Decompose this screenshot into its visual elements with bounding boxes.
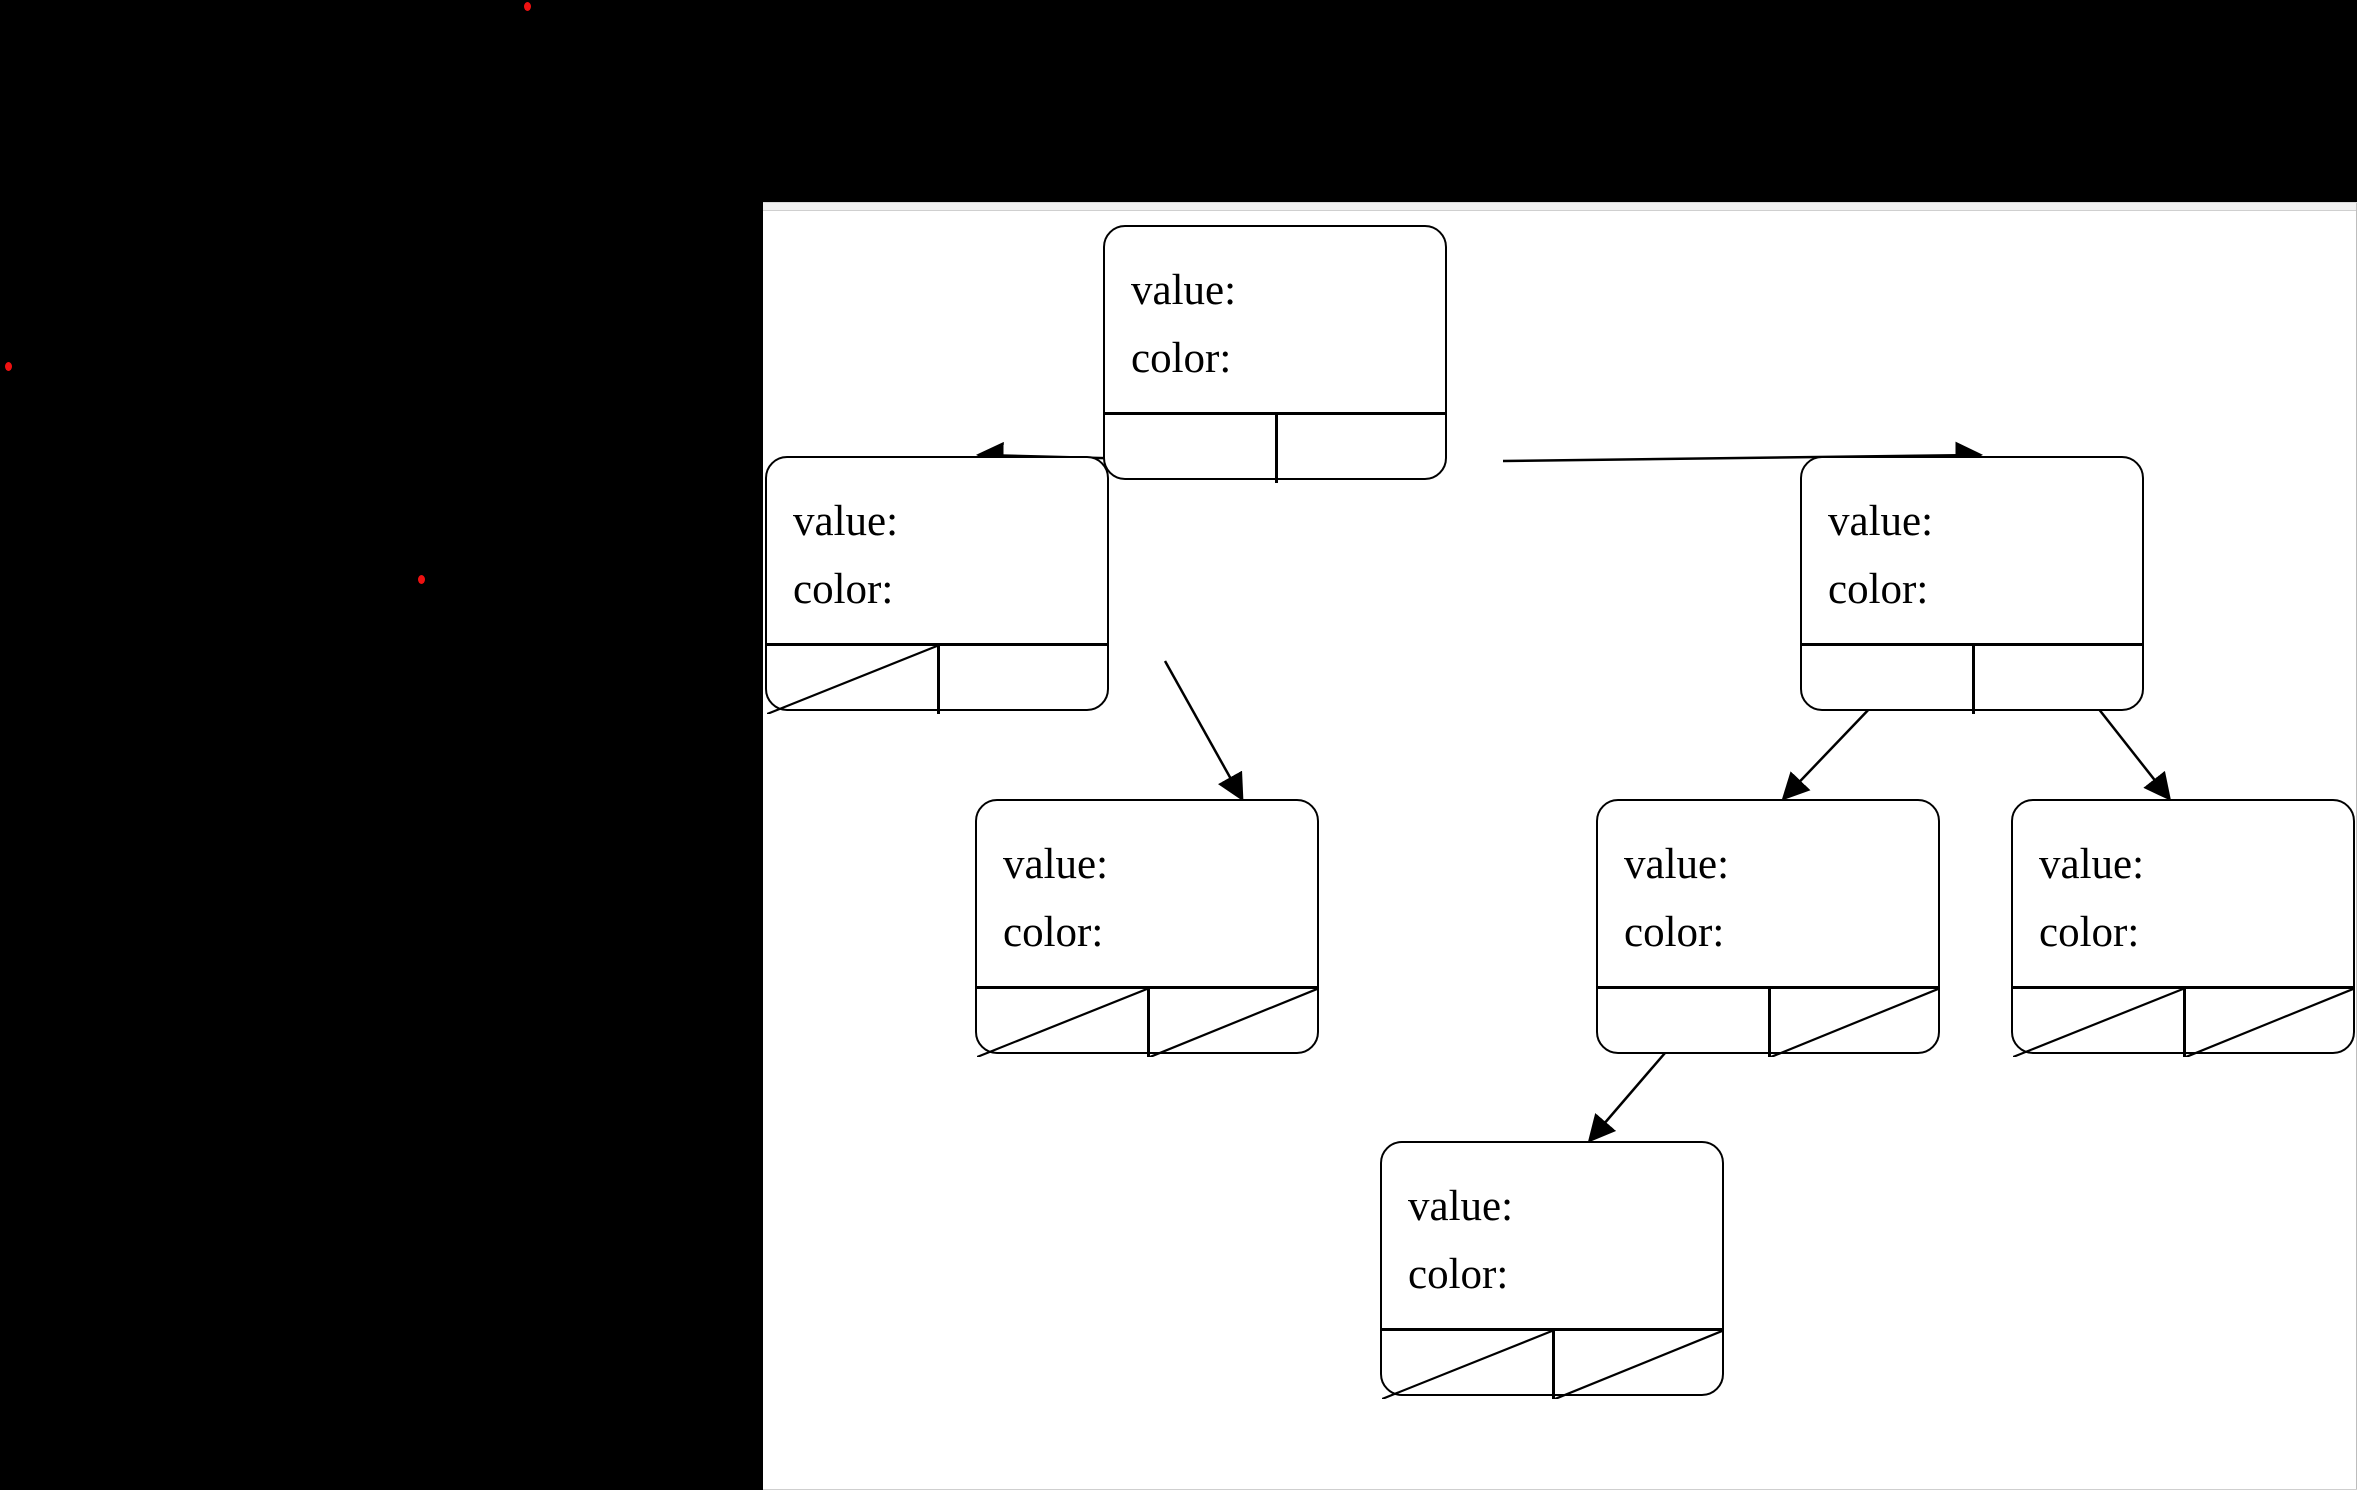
node-color-label: color: <box>1131 335 1232 382</box>
null-pointer-slash-icon <box>1150 989 1317 1057</box>
node-value-label: value: <box>1408 1183 1514 1230</box>
tree-node-root[interactable]: value: color: <box>1103 225 1447 483</box>
null-pointer-slash-icon <box>2186 989 2353 1057</box>
node-pointer-row <box>1382 1328 1722 1399</box>
node-pointer-cell-right[interactable] <box>1972 646 2142 714</box>
node-color-label: color: <box>2039 909 2140 956</box>
node-pointer-cell-left[interactable] <box>1802 646 1972 714</box>
node-value-label: value: <box>1624 841 1730 888</box>
node-pointer-cell-left[interactable] <box>1105 415 1275 483</box>
node-color-label: color: <box>1003 909 1104 956</box>
node-pointer-row <box>1105 412 1445 483</box>
null-pointer-slash-icon <box>767 646 937 714</box>
node-value-label: value: <box>2039 841 2145 888</box>
panel-top-strip <box>763 203 2357 211</box>
marker-dot-middle <box>418 575 425 584</box>
node-fields: value: color: <box>1382 1143 1722 1328</box>
node-pointer-row <box>1802 643 2142 714</box>
node-fields: value: color: <box>767 458 1107 643</box>
node-pointer-cell-right[interactable] <box>1552 1331 1722 1399</box>
null-pointer-slash-icon <box>977 989 1147 1057</box>
node-pointer-cell-right[interactable] <box>937 646 1107 714</box>
node-pointer-row <box>977 986 1317 1057</box>
node-color-label: color: <box>1408 1251 1509 1298</box>
node-pointer-row <box>767 643 1107 714</box>
node-pointer-cell-right[interactable] <box>2183 989 2353 1057</box>
null-pointer-slash-icon <box>1771 989 1938 1057</box>
node-value-label: value: <box>1131 267 1237 314</box>
marker-dot-left <box>5 362 12 371</box>
node-fields: value: color: <box>977 801 1317 986</box>
tree-node-right-left[interactable]: value: color: <box>1596 799 1940 1057</box>
node-color-label: color: <box>793 566 894 613</box>
node-color-label: color: <box>1828 566 1929 613</box>
node-fields: value: color: <box>1105 227 1445 412</box>
node-pointer-cell-left[interactable] <box>2013 989 2183 1057</box>
null-pointer-slash-icon <box>1555 1331 1722 1399</box>
node-fields: value: color: <box>1598 801 1938 986</box>
node-value-label: value: <box>1003 841 1109 888</box>
node-pointer-cell-left[interactable] <box>767 646 937 714</box>
node-value-label: value: <box>1828 498 1934 545</box>
node-value-label: value: <box>793 498 899 545</box>
diagram-canvas-panel[interactable]: value:color:value:color:value:color:valu… <box>763 202 2357 1490</box>
node-pointer-cell-left[interactable] <box>977 989 1147 1057</box>
node-fields: value: color: <box>2013 801 2353 986</box>
node-pointer-cell-right[interactable] <box>1147 989 1317 1057</box>
tree-node-left-right[interactable]: value: color: <box>975 799 1319 1057</box>
node-pointer-cell-right[interactable] <box>1275 415 1445 483</box>
node-pointer-cell-left[interactable] <box>1382 1331 1552 1399</box>
node-fields: value: color: <box>1802 458 2142 643</box>
node-pointer-cell-right[interactable] <box>1768 989 1938 1057</box>
edge-left-to-leftright <box>1163 660 1244 802</box>
tree-node-left[interactable]: value: color: <box>765 456 1109 714</box>
null-pointer-slash-icon <box>2013 989 2183 1057</box>
null-pointer-slash-icon <box>1382 1331 1552 1399</box>
tree-node-right-left-left[interactable]: value: color: <box>1380 1141 1724 1399</box>
tree-node-right[interactable]: value: color: <box>1800 456 2144 714</box>
node-color-label: color: <box>1624 909 1725 956</box>
node-pointer-row <box>2013 986 2353 1057</box>
node-pointer-cell-left[interactable] <box>1598 989 1768 1057</box>
marker-dot-top <box>524 2 531 11</box>
tree-node-right-right[interactable]: value: color: <box>2011 799 2355 1057</box>
node-pointer-row <box>1598 986 1938 1057</box>
